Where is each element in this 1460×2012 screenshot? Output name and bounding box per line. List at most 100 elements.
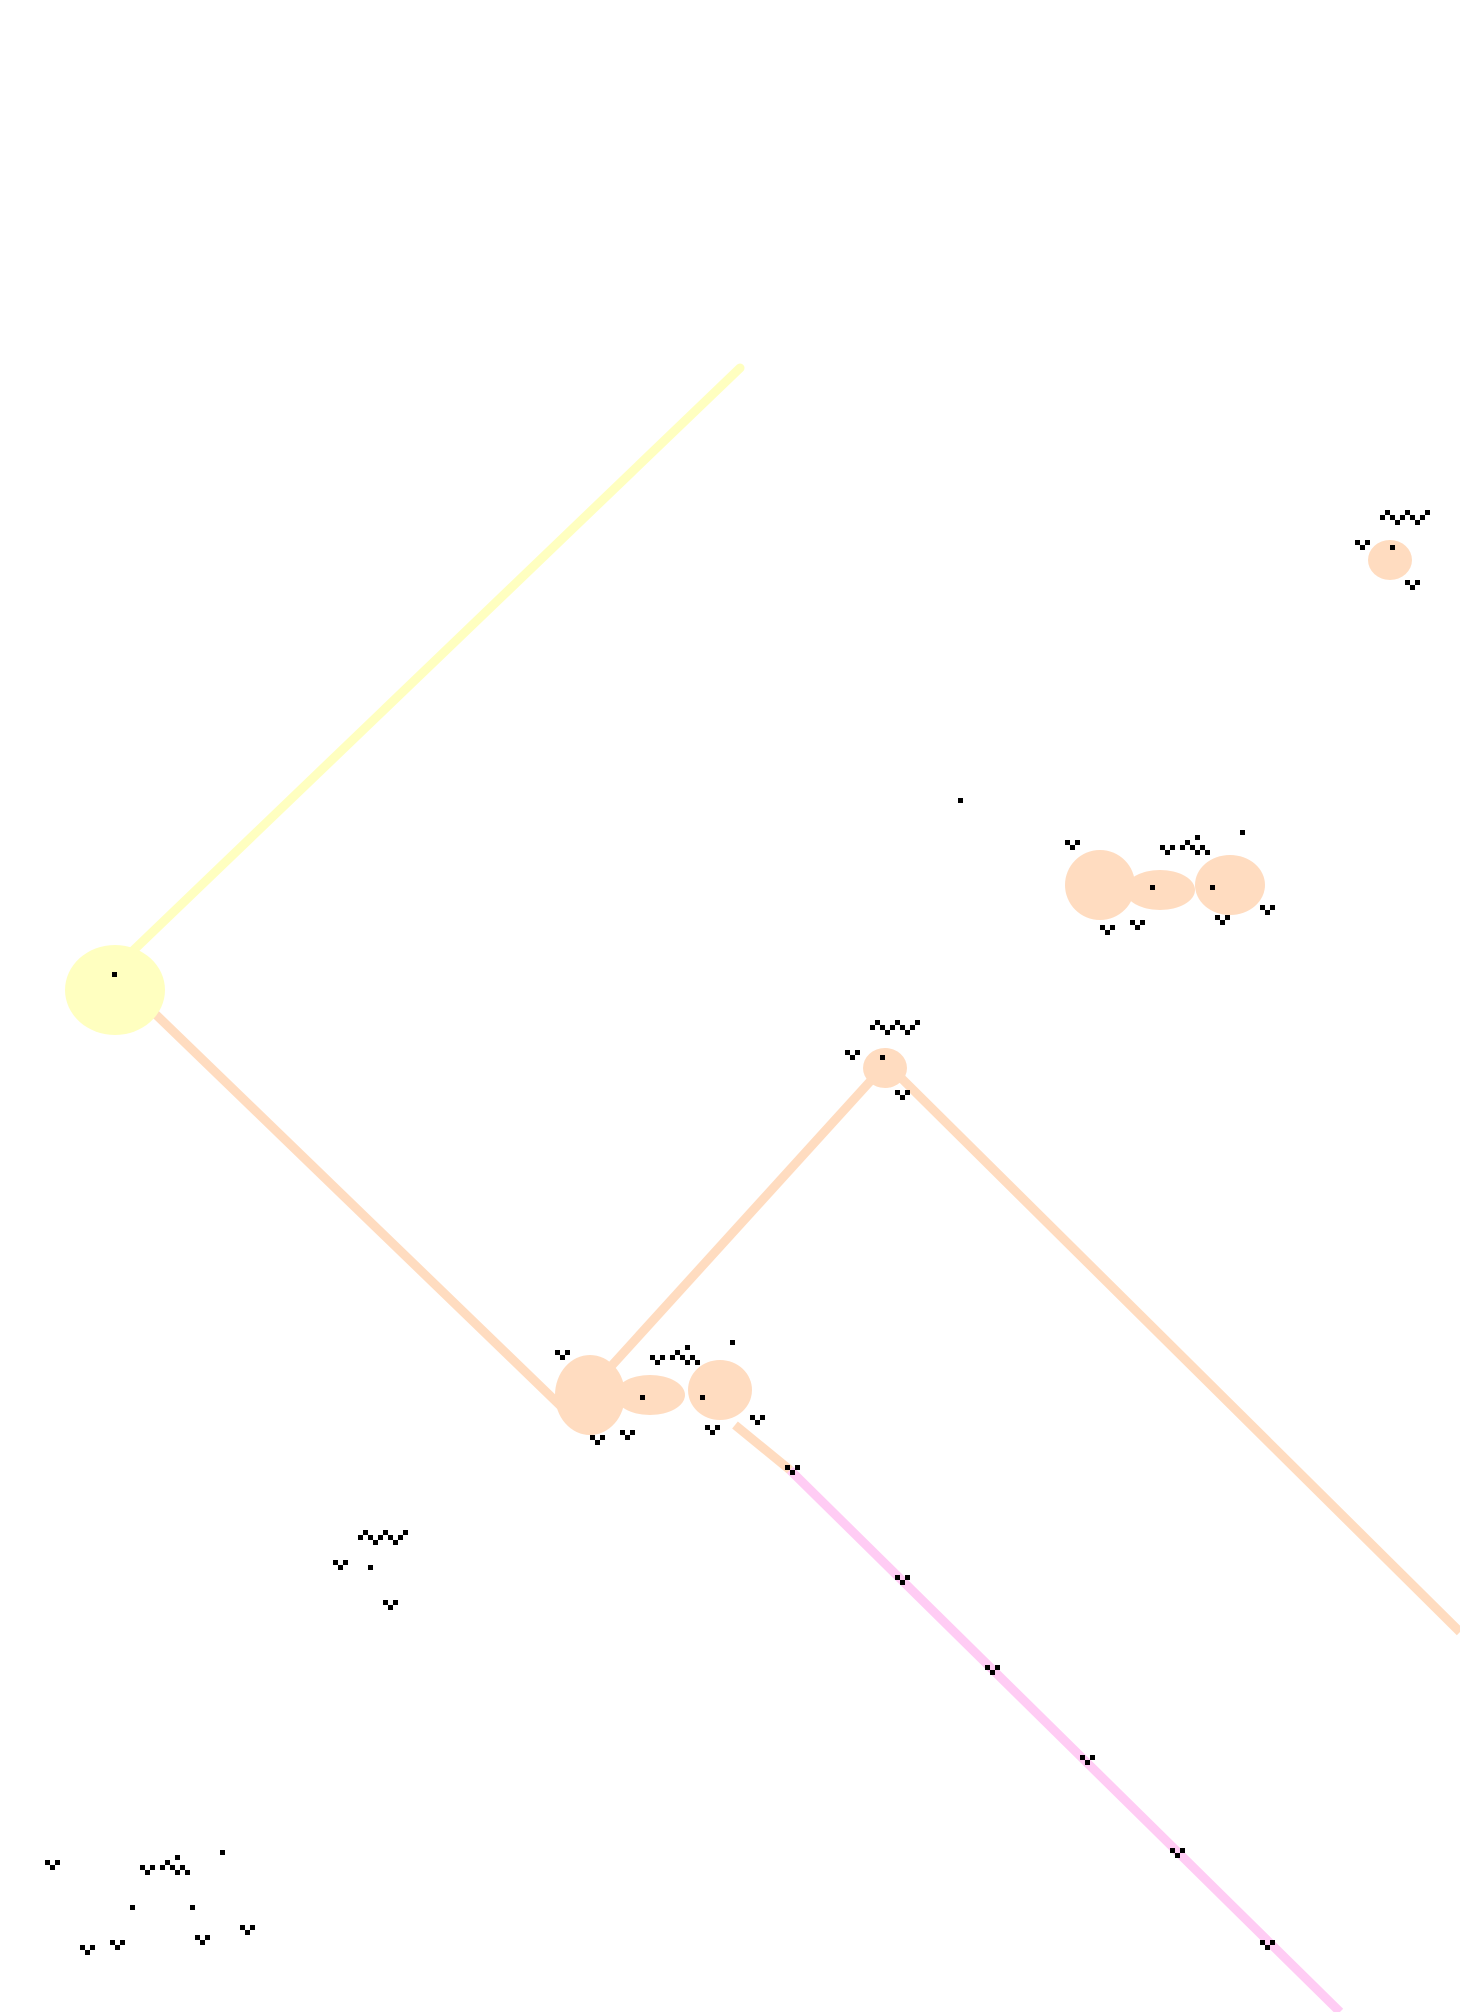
pattern-cluster-cell xyxy=(398,1535,403,1540)
pattern-cluster-cell xyxy=(175,1855,180,1860)
pattern-cluster-cell xyxy=(670,1355,675,1360)
pattern-cluster-cell xyxy=(1215,915,1220,920)
pattern-cluster-cell xyxy=(1240,830,1245,835)
pattern-cluster-cell xyxy=(1420,515,1425,520)
glider xyxy=(1265,1945,1270,1950)
pattern-cluster-cell xyxy=(705,1425,710,1430)
pattern-cluster-cell xyxy=(1135,925,1140,930)
pattern-cluster-cell xyxy=(715,1425,720,1430)
pattern-cluster-cell xyxy=(150,1865,155,1870)
pattern-cluster-cell xyxy=(685,1360,690,1365)
pattern-cluster-cell xyxy=(700,1395,705,1400)
pattern-cluster-cell xyxy=(625,1435,630,1440)
glow-orange-upper-right xyxy=(1065,540,1412,920)
live-cell xyxy=(958,798,963,803)
pattern-cluster-cell xyxy=(175,1870,180,1875)
pattern-cluster-cell xyxy=(333,1560,338,1565)
pattern-cluster-cell xyxy=(140,1865,145,1870)
pattern-cluster-cell xyxy=(1220,920,1225,925)
pattern-cluster-cell xyxy=(55,1860,60,1865)
pattern-cluster-cell xyxy=(1160,845,1165,850)
trail-pink-diagonal xyxy=(786,1466,1344,2012)
pattern-cluster-cell xyxy=(565,1350,570,1355)
pattern-cluster-cell xyxy=(675,1350,680,1355)
pattern-cluster-cell xyxy=(358,1535,363,1540)
pattern-cluster-cell xyxy=(680,1355,685,1360)
pattern-cluster-cell xyxy=(195,1935,200,1940)
pattern-cluster-cell xyxy=(220,1850,225,1855)
pattern-cluster-cell xyxy=(1185,840,1190,845)
pattern-cluster-cell xyxy=(115,1945,120,1950)
pattern-cluster-cell xyxy=(555,1350,560,1355)
pattern-cluster-cell xyxy=(895,1020,900,1025)
pattern-cluster-cell xyxy=(1140,920,1145,925)
pattern-cluster-cell xyxy=(80,1945,85,1950)
glider xyxy=(795,1465,800,1470)
pattern-cluster-cell xyxy=(1170,845,1175,850)
trail-orange-diagonal xyxy=(581,1061,889,1399)
glider xyxy=(900,1580,905,1585)
pattern-cluster-cell xyxy=(45,1860,50,1865)
pattern-cluster-cell xyxy=(1380,515,1385,520)
pattern-cluster-cell xyxy=(1100,925,1105,930)
trail-orange-diagonal xyxy=(111,971,574,1419)
pattern-cluster-cell xyxy=(730,1340,735,1345)
pattern-cluster-cell xyxy=(560,1355,565,1360)
glider xyxy=(785,1465,790,1470)
pattern-cluster-cell xyxy=(50,1865,55,1870)
pattern-cluster-cell xyxy=(870,1025,875,1030)
pattern-cluster-cell xyxy=(910,1025,915,1030)
pattern-cluster-cell xyxy=(245,1930,250,1935)
pattern-cluster-cell xyxy=(393,1540,398,1545)
pattern-cluster-cell xyxy=(368,1535,373,1540)
pattern-cluster-cell xyxy=(880,1025,885,1030)
trails xyxy=(110,363,1460,2012)
glider xyxy=(1180,1848,1185,1853)
pattern-cluster-cell xyxy=(1200,845,1205,850)
pattern-cluster-cell xyxy=(1075,840,1080,845)
glider xyxy=(1085,1760,1090,1765)
pattern-cluster-cell xyxy=(1415,580,1420,585)
pattern-cluster-cell xyxy=(1390,515,1395,520)
pattern-cluster-cell xyxy=(760,1415,765,1420)
pattern-cluster-cell xyxy=(690,1355,695,1360)
pattern-cluster-cell xyxy=(710,1430,715,1435)
pattern-cluster-cell xyxy=(1165,850,1170,855)
trail-orange-diagonal xyxy=(732,1421,793,1474)
pattern-cluster-cell xyxy=(338,1565,343,1570)
pattern-cluster-cell xyxy=(855,1050,860,1055)
pattern-cluster-cell xyxy=(1205,850,1210,855)
pattern-cluster-cell xyxy=(403,1530,408,1535)
pattern-cluster-cell xyxy=(388,1535,393,1540)
pattern-cluster-cell xyxy=(620,1430,625,1435)
pattern-cluster-cell xyxy=(885,1030,890,1035)
pattern-cluster-cell xyxy=(1405,510,1410,515)
pattern-cluster-cell xyxy=(205,1935,210,1940)
pattern-cluster-cell xyxy=(595,1440,600,1445)
pattern-cluster-cell xyxy=(1260,905,1265,910)
pattern-cluster-cell xyxy=(1195,835,1200,840)
glider xyxy=(905,1575,910,1580)
glow-yellow-left xyxy=(65,945,165,1035)
pattern-cluster-cell xyxy=(660,1355,665,1360)
glider xyxy=(1080,1755,1085,1760)
pattern-cluster-cell xyxy=(130,1905,135,1910)
pattern-cluster-cell xyxy=(1410,585,1415,590)
pattern-cluster-cell xyxy=(383,1600,388,1605)
pattern-cluster-cell xyxy=(190,1905,195,1910)
pattern-cluster-cell xyxy=(890,1025,895,1030)
glider xyxy=(1270,1940,1275,1945)
glider xyxy=(1260,1940,1265,1945)
pattern-cluster-cell xyxy=(850,1055,855,1060)
pattern-cluster-cell xyxy=(1265,910,1270,915)
pattern-cluster-cell xyxy=(393,1600,398,1605)
pattern-cluster-cell xyxy=(368,1565,373,1570)
pattern-cluster-cell xyxy=(343,1560,348,1565)
pattern-cluster-cell xyxy=(600,1435,605,1440)
pattern-cluster-cell xyxy=(900,1095,905,1100)
pattern-cluster-cell xyxy=(1180,845,1185,850)
pattern-cluster-cell xyxy=(590,1435,595,1440)
pattern-cluster-cell xyxy=(900,1025,905,1030)
